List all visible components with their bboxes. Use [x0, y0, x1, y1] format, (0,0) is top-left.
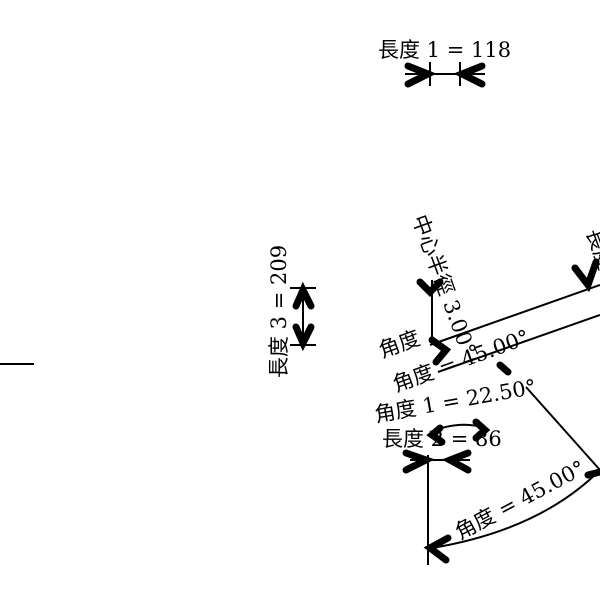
- part-outline: [410, 280, 600, 565]
- right-arrow: [571, 258, 600, 293]
- angle-bottom-label: 角度 = 45.00°: [451, 456, 589, 545]
- angle-top-arrow: [428, 336, 452, 366]
- angle-top-partial-label: 角度: [376, 326, 424, 363]
- angle1-arrow-left: [426, 424, 446, 446]
- angle-top-arrow-2: [496, 361, 512, 376]
- angle1-arrow-right: [472, 418, 491, 442]
- length2-dimension: 長度 2 = 86: [382, 427, 502, 474]
- radius-arrow: [416, 278, 444, 297]
- length3-dimension: 長度 3 = 209: [267, 245, 316, 378]
- length1-dimension: 長度 1 = 118: [378, 38, 511, 88]
- length3-label: 長度 3 = 209: [267, 245, 291, 378]
- length1-label: 長度 1 = 118: [378, 38, 511, 62]
- angle-bottom-dimension: 角度 = 45.00°: [423, 456, 600, 564]
- length2-label: 長度 2 = 86: [382, 427, 502, 451]
